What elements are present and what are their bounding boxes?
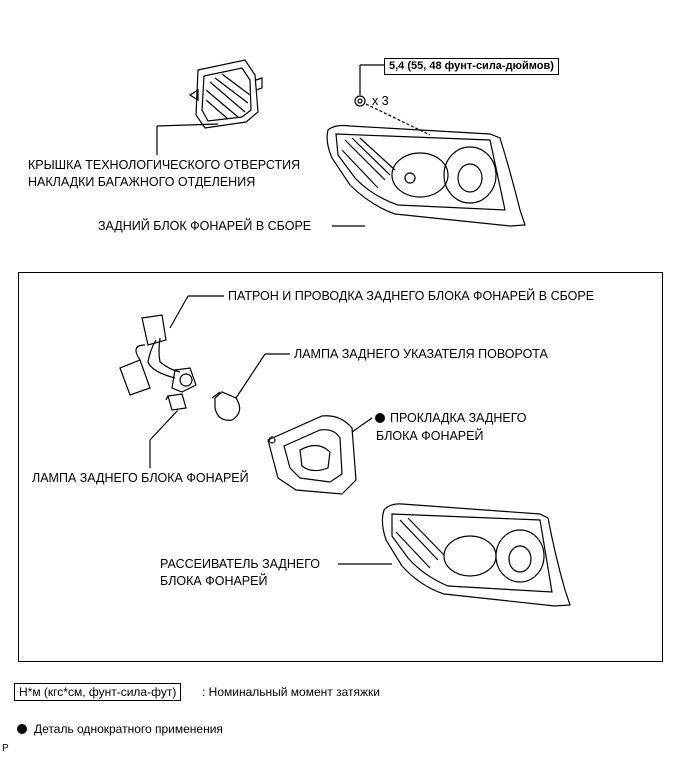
rear-lamp-assembly-drawing bbox=[326, 124, 526, 227]
rear-bulb-drawing bbox=[165, 393, 187, 411]
rear-bulb-label: ЛАМПА ЗАДНЕГО БЛОКА ФОНАРЕЙ bbox=[32, 471, 249, 485]
turn-bulb-drawing bbox=[211, 391, 241, 421]
socket-wire-drawing bbox=[119, 314, 197, 396]
legend-non-reusable-desc: Деталь однократного применения bbox=[34, 722, 223, 736]
lens-drawing bbox=[381, 503, 571, 607]
cover-label-line1: КРЫШКА ТЕХНОЛОГИЧЕСКОГО ОТВЕРСТИЯ bbox=[28, 158, 301, 172]
lens-label-line1: РАССЕИВАТЕЛЬ ЗАДНЕГО bbox=[160, 557, 320, 571]
legend-torque-unit-box: Н*м (кгс*см, фунт-сила-фут) bbox=[14, 683, 182, 701]
cover-label-line2: НАКЛАДКИ БАГАЖНОГО ОТДЕЛЕНИЯ bbox=[28, 175, 256, 189]
service-hole-cover-drawing bbox=[188, 59, 263, 129]
gasket-drawing bbox=[267, 415, 357, 495]
turn-bulb-label: ЛАМПА ЗАДНЕГО УКАЗАТЕЛЯ ПОВОРОТА bbox=[294, 347, 548, 361]
non-reusable-mark-icon bbox=[375, 413, 385, 423]
gasket-label-line1: ПРОКЛАДКА ЗАДНЕГО bbox=[390, 411, 527, 425]
socket-wire-label: ПАТРОН И ПРОВОДКА ЗАДНЕГО БЛОКА ФОНАРЕЙ … bbox=[228, 289, 595, 303]
torque-spec-box: 5,4 (55, 48 фунт-сила-дюймов) bbox=[384, 58, 559, 75]
legend-non-reusable-icon bbox=[17, 724, 27, 734]
gasket-label-line2: БЛОКА ФОНАРЕЙ bbox=[376, 429, 484, 443]
lens-label-line2: БЛОКА ФОНАРЕЙ bbox=[160, 574, 268, 588]
detail-panel bbox=[18, 272, 663, 662]
quantity-label: x 3 bbox=[372, 94, 389, 108]
legend-torque-desc: : Номинальный момент затяжки bbox=[202, 685, 380, 699]
corner-mark: P bbox=[2, 743, 9, 754]
nut-drawing bbox=[354, 95, 366, 107]
rear-assembly-label: ЗАДНИЙ БЛОК ФОНАРЕЙ В СБОРЕ bbox=[98, 219, 312, 233]
